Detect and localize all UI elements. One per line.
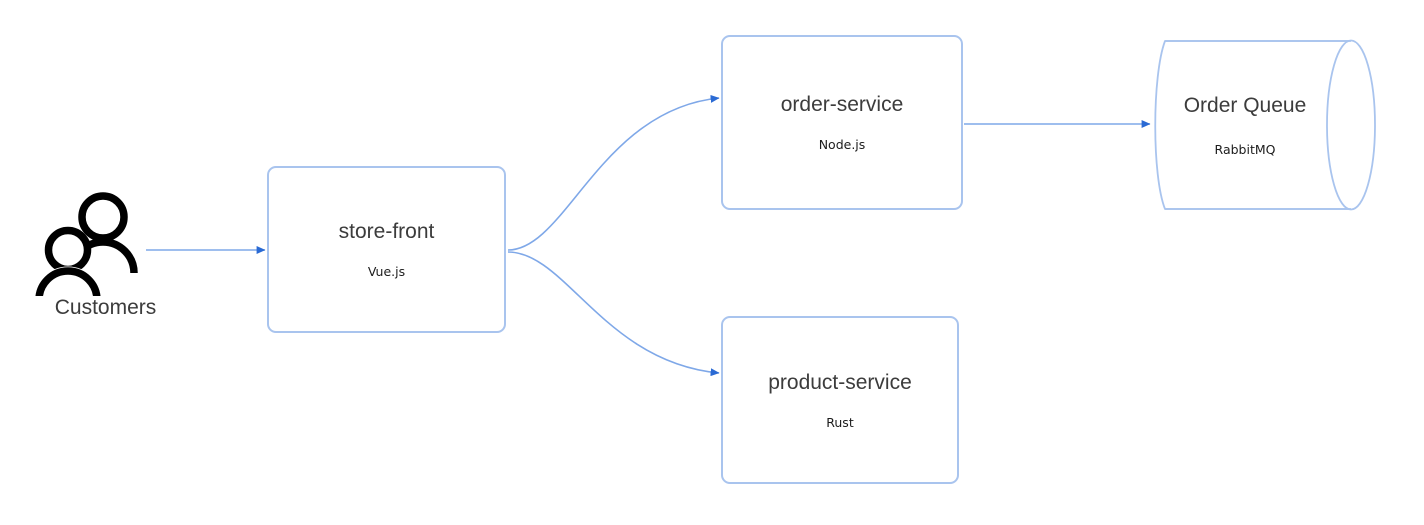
edge-store-front-to-product-service [507, 251, 720, 377]
actor-customers[interactable]: Customers [28, 188, 183, 333]
node-order-service[interactable]: order-service Node.js [721, 35, 963, 210]
node-product-service-subtitle: Rust [826, 414, 854, 430]
actor-customers-label: Customers [54, 296, 157, 319]
node-store-front-subtitle: Vue.js [367, 264, 406, 280]
edge-store-front-to-order-service [507, 94, 720, 251]
node-product-service[interactable]: product-service Rust [721, 316, 959, 484]
node-store-front[interactable]: store-front Vue.js [267, 166, 506, 333]
node-order-queue-title: Order Queue [1183, 94, 1307, 118]
users-icon [34, 192, 138, 296]
node-product-service-title: product-service [768, 370, 912, 394]
node-order-queue-subtitle: RabbitMQ [1214, 142, 1276, 158]
node-order-service-subtitle: Node.js [818, 137, 866, 153]
node-order-queue[interactable]: Order Queue RabbitMQ [1160, 41, 1330, 210]
node-order-service-title: order-service [780, 93, 904, 117]
node-store-front-title: store-front [338, 220, 435, 244]
